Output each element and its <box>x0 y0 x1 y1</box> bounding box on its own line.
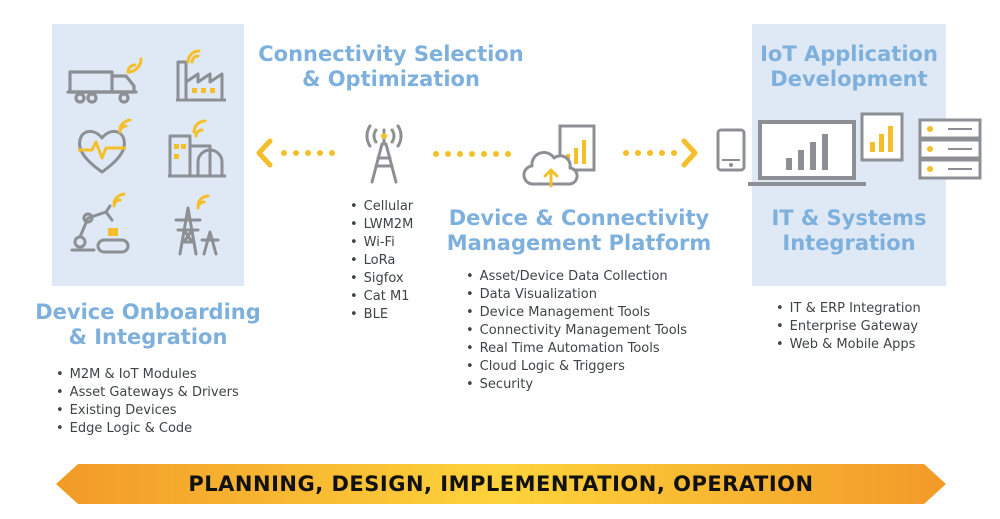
right-arrow-icon <box>620 138 700 168</box>
list-item: Edge Logic & Code <box>56 420 239 438</box>
list-item: Device Management Tools <box>466 304 687 322</box>
list-item: Cellular <box>350 198 413 216</box>
smart-building-icon <box>168 119 228 180</box>
iot-app-title: IoT Application Development <box>760 42 938 91</box>
connectivity-title: Connectivity Selection & Optimization <box>258 42 524 91</box>
server-icon <box>918 118 984 182</box>
truck-icon <box>66 57 146 108</box>
connectivity-options: Cellular LWM2M Wi-Fi LoRa Sigfox Cat M1 … <box>350 198 414 324</box>
dotted-connector-icon <box>430 148 516 160</box>
platform-features: Asset/Device Data Collection Data Visual… <box>466 268 687 394</box>
process-banner <box>56 464 946 504</box>
factory-icon <box>174 49 230 106</box>
list-item: Data Visualization <box>466 286 687 304</box>
chart-tablet-icon <box>860 112 904 162</box>
list-item: Connectivity Management Tools <box>466 322 687 340</box>
list-item: Sigfox <box>350 270 413 288</box>
list-item: Cloud Logic & Triggers <box>466 358 687 376</box>
heart-monitor-icon <box>76 118 136 178</box>
process-banner-text: PLANNING, DESIGN, IMPLEMENTATION, OPERAT… <box>188 472 814 496</box>
tablet-icon <box>716 128 746 172</box>
list-item: Security <box>466 376 687 394</box>
onboarding-title: Device Onboarding & Integration <box>35 300 261 349</box>
list-item: Web & Mobile Apps <box>776 336 921 354</box>
it-systems-title: IT & Systems Integration <box>771 206 927 255</box>
list-item: Enterprise Gateway <box>776 318 921 336</box>
platform-title: Device & Connectivity Management Platfor… <box>446 206 712 255</box>
list-item: Asset/Device Data Collection <box>466 268 687 286</box>
list-item: Real Time Automation Tools <box>466 340 687 358</box>
robot-arm-icon <box>68 192 132 258</box>
list-item: BLE <box>350 306 413 324</box>
cloud-upload-icon <box>522 124 608 190</box>
it-systems-items: IT & ERP Integration Enterprise Gateway … <box>776 300 921 354</box>
power-tower-icon <box>172 194 228 258</box>
list-item: Wi-Fi <box>350 234 413 252</box>
list-item: Cat M1 <box>350 288 413 306</box>
onboarding-items: M2M & IoT Modules Asset Gateways & Drive… <box>56 366 239 438</box>
left-arrow-icon <box>256 138 346 168</box>
list-item: Existing Devices <box>56 402 239 420</box>
list-item: M2M & IoT Modules <box>56 366 239 384</box>
cell-tower-icon <box>356 122 412 186</box>
list-item: LWM2M <box>350 216 414 234</box>
list-item: LoRa <box>350 252 413 270</box>
list-item: IT & ERP Integration <box>776 300 921 318</box>
list-item: Asset Gateways & Drivers <box>56 384 239 402</box>
laptop-icon <box>746 120 868 190</box>
